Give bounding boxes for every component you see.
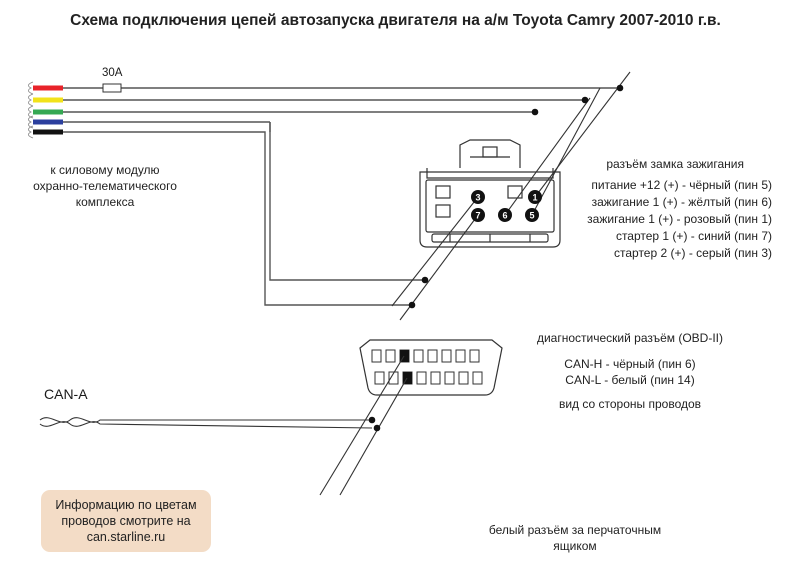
pin-1 (528, 190, 542, 204)
obd-pin-desc-6: CAN-H - чёрный (пин 6) (564, 357, 696, 371)
pin-label-3: 3 (475, 193, 480, 203)
ignition-pin-desc-3: стартер 2 (+) - серый (пин 3) (614, 246, 772, 260)
pin-label-1: 1 (532, 193, 537, 203)
ignition-pin-desc-6: зажигание 1 (+) - жёлтый (пин 6) (591, 195, 772, 209)
harness-lines (63, 87, 620, 306)
info-box-line-2: проводов смотрите на (61, 514, 191, 528)
glovebox-note-line-1: белый разъём за перчаточным (488, 523, 662, 537)
glovebox-note-line-2: ящиком (553, 539, 597, 553)
obd-pin-desc-14: CAN-L - белый (пин 14) (565, 373, 695, 387)
pin-label-6: 6 (502, 211, 507, 221)
obd-pin-14 (403, 372, 412, 384)
obd-legend: диагностический разъём (OBD-II) CAN-H - … (520, 330, 740, 412)
page-title: Схема подключения цепей автозапуска двиг… (70, 12, 721, 29)
pin-6 (498, 208, 512, 222)
module-label: к силовому модулю охранно-телематическог… (15, 162, 195, 210)
module-label-line-2: охранно-телематического (33, 179, 177, 193)
obd-view-note: вид со стороны проводов (558, 397, 702, 411)
pin-label-5: 5 (529, 211, 534, 221)
pin-label-7: 7 (475, 211, 480, 221)
module-label-line-3: комплекса (75, 195, 135, 209)
fuse (102, 83, 122, 93)
can-junctions (368, 416, 381, 432)
obd-title: диагностический разъём (OBD-II) (536, 331, 724, 345)
ignition-connector (419, 139, 561, 248)
obd-pin-6 (400, 350, 409, 362)
pin-5 (525, 208, 539, 222)
can-lines (39, 355, 408, 496)
wire-bundle (28, 81, 63, 139)
ignition-pins: 3 1 7 6 5 (471, 190, 542, 222)
pin-7 (471, 208, 485, 222)
info-box-link[interactable]: can.starline.ru (86, 530, 166, 544)
fuse-label: 30A (102, 67, 123, 79)
obd-connector (359, 339, 503, 396)
junction-dots (408, 84, 624, 309)
info-box-line-1: Информацию по цветам (55, 498, 197, 512)
can-a-label: CAN-A (44, 386, 88, 402)
ignition-connector-legend: разъём замка зажигания питание +12 (+) -… (560, 156, 772, 262)
ignition-pin-desc-5: питание +12 (+) - чёрный (пин 5) (591, 178, 772, 192)
ignition-pin-desc-1: зажигание 1 (+) - розовый (пин 1) (587, 212, 772, 226)
ignition-pin-desc-7: стартер 1 (+) - синий (пин 7) (615, 229, 772, 243)
info-box: Информацию по цветам проводов смотрите н… (41, 490, 211, 552)
pin-3 (471, 190, 485, 204)
glovebox-note: белый разъём за перчаточным ящиком (480, 522, 670, 554)
module-label-line-1: к силовому модулю (50, 163, 160, 177)
ignition-connector-title: разъём замка зажигания (606, 157, 744, 171)
